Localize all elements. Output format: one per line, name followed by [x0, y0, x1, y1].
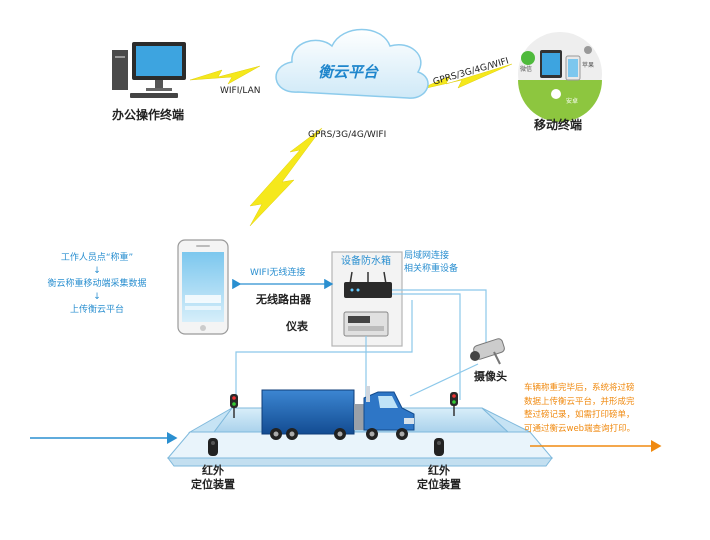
meter-label: 仪表 — [286, 320, 308, 333]
completion-note-line-2: 数据上传衡云平台，并形成完 — [524, 396, 635, 407]
bolt-phone-icon — [249, 127, 323, 227]
cloud-icon — [275, 28, 429, 99]
truck-icon — [261, 386, 415, 440]
lan-link-right-sensor — [392, 293, 461, 400]
equipment-box-title: 设备防水箱 — [341, 256, 391, 267]
lan-label: 局域网连接 相关称重设备 — [404, 250, 458, 275]
cloud-title: 衡云平台 — [318, 63, 379, 81]
mobile-terminal-icon — [518, 32, 602, 122]
lan-link-left-sensor — [235, 300, 413, 400]
workflow-arrow-1: ↓ — [93, 266, 101, 277]
mobile-icon-label-wechat: 微信 — [520, 66, 533, 73]
bolt-office-icon — [189, 65, 261, 85]
mobile-terminal-label: 移动终端 — [534, 118, 583, 132]
traffic-light-right-icon — [450, 392, 458, 416]
smartphone-icon — [177, 239, 229, 335]
workflow-steps: 工作人员点“称重” ↓ 衡云称重移动端采集数据 ↓ 上传衡云平台 — [22, 252, 172, 317]
bolt-mobile-icon — [417, 63, 513, 91]
completion-note: 车辆称重完毕后，系统将过磅 数据上传衡云平台，并形成完 整过磅记录，如需打印磅单… — [524, 382, 635, 436]
infrared-left-line-2: 定位装置 — [191, 478, 235, 492]
office-terminal-label: 办公操作终端 — [112, 108, 185, 122]
lan-link-camera — [392, 289, 487, 348]
infrared-right-label: 红外 定位装置 — [409, 464, 469, 493]
router-icon — [344, 271, 392, 298]
infrared-left-label: 红外 定位装置 — [183, 464, 243, 493]
mobile-icon-label-apple: 苹果 — [582, 62, 595, 69]
camera-icon — [470, 338, 505, 365]
camera-view-line — [409, 363, 479, 397]
lan-label-line-2: 相关称重设备 — [404, 263, 459, 274]
computer-icon — [112, 42, 186, 98]
weighing-platform — [166, 407, 554, 467]
wifi-link-label: WIFI无线连接 — [250, 268, 306, 278]
router-label: 无线路由器 — [256, 293, 311, 306]
workflow-step-2: 衡云称重移动端采集数据 — [47, 279, 147, 290]
camera-label: 摄像头 — [474, 370, 507, 383]
infrared-right-line-2: 定位装置 — [417, 478, 461, 492]
completion-note-line-4: 可通过衡云web端查询打印。 — [524, 423, 636, 434]
traffic-light-left-icon — [230, 394, 238, 418]
completion-note-line-1: 车辆称重完毕后，系统将过磅 — [524, 383, 635, 393]
meter-icon — [343, 311, 389, 337]
workflow-arrow-2: ↓ — [93, 292, 101, 303]
completion-note-line-3: 整过磅记录，如需打印磅单， — [524, 410, 635, 421]
infrared-right-line-1: 红外 — [428, 464, 450, 477]
workflow-step-1: 工作人员点“称重” — [60, 253, 134, 263]
phone-link-label: GPRS/3G/4G/WIFI — [308, 130, 387, 140]
infrared-sensor-left-icon — [208, 438, 218, 456]
lan-label-line-1: 局域网连接 — [404, 251, 450, 261]
workflow-step-3: 上传衡云平台 — [69, 305, 124, 316]
mobile-icon-label-android: 安卓 — [566, 98, 579, 105]
infrared-sensor-right-icon — [434, 438, 444, 456]
office-link-label: WIFI/LAN — [220, 86, 261, 96]
infrared-left-line-1: 红外 — [202, 464, 224, 477]
